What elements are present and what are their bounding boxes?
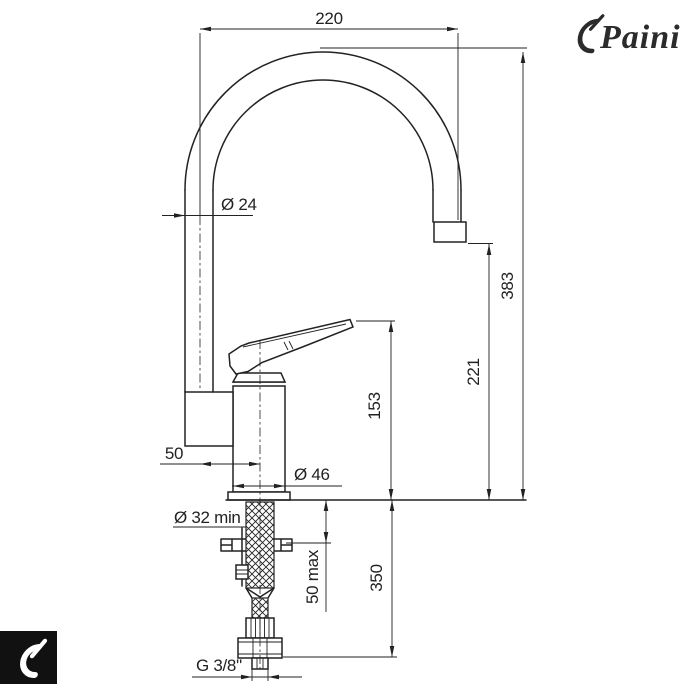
- dim-supply-thread-g38: G 3/8": [192, 656, 302, 681]
- paini-mark-icon: [577, 14, 605, 54]
- dim-center-offset-50: 50: [160, 444, 260, 467]
- dim-deck-thickness-50max: 50 max: [286, 500, 331, 612]
- dim-overall-height-383: 383: [320, 47, 527, 500]
- dim-label-tube-diameter: Ø 24: [221, 195, 257, 214]
- dim-label-outlet-height: 221: [464, 358, 483, 385]
- dim-tube-diameter-24: Ø 24: [162, 195, 257, 218]
- spout-arc: [184, 51, 462, 393]
- dim-label-handle-height: 153: [365, 392, 384, 419]
- dim-label-base-diameter: Ø 46: [294, 465, 330, 484]
- dim-label-supply-thread: G 3/8": [196, 656, 242, 675]
- footer-logo: [0, 631, 57, 684]
- mounting-stud-nut: [235, 564, 249, 580]
- dim-label-hose-drop: 350: [367, 564, 386, 591]
- dim-label-center-offset: 50: [165, 444, 183, 463]
- dim-label-overall-height: 383: [498, 272, 517, 299]
- mounting-hardware: [220, 527, 293, 587]
- dim-label-mounting-hole: Ø 32 min: [174, 508, 241, 527]
- handle-lever: [228, 318, 354, 375]
- centerlines: [199, 216, 261, 672]
- brand-name: Paini: [599, 19, 681, 56]
- mixer-body: [232, 381, 286, 493]
- dim-hole-diameter-32min: Ø 32 min: [173, 508, 247, 533]
- dim-base-diameter-46: Ø 46: [232, 465, 342, 489]
- dim-outlet-height-221: 221: [464, 243, 493, 500]
- aerator: [433, 221, 467, 243]
- paini-mark-inverse-icon: [20, 638, 48, 678]
- brand-logo: Paini: [577, 14, 681, 56]
- dim-spout-reach-220: 220: [199, 9, 459, 220]
- mounting-sleeve: [184, 391, 234, 447]
- dim-label-spout-reach: 220: [315, 9, 342, 28]
- base-flange: [227, 491, 291, 501]
- dim-handle-height-153: 153: [356, 320, 395, 500]
- dim-hose-drop-350: 350: [283, 500, 397, 658]
- dim-label-deck-thickness: 50 max: [303, 549, 322, 604]
- cartridge-dome: [231, 372, 287, 383]
